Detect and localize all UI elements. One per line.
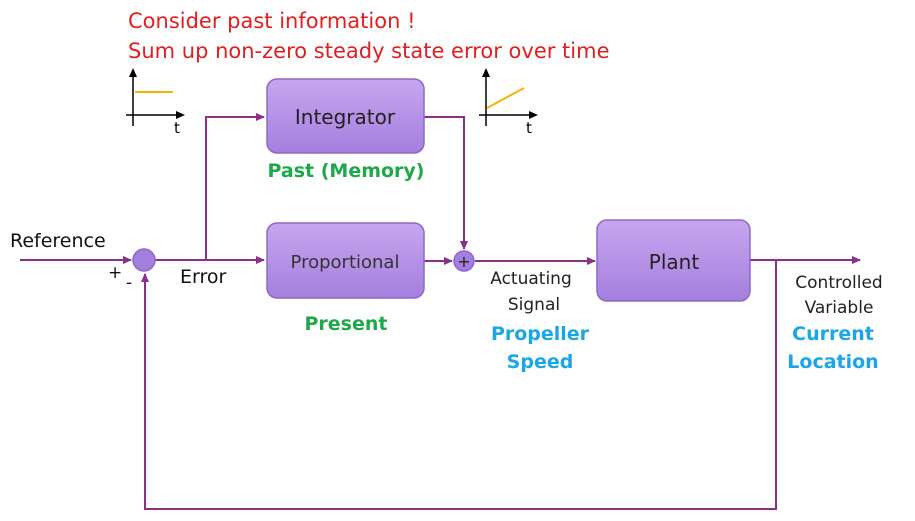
present-label: Present (305, 313, 388, 335)
current-label-line-2: Location (787, 351, 878, 373)
signal-wires (20, 113, 861, 510)
propeller-label-line-2: Speed (507, 351, 574, 373)
past-memory-label: Past (Memory) (267, 160, 424, 182)
error-to-integrator-wire (205, 113, 265, 260)
controller-summing-junction (453, 250, 475, 272)
plant-label: Plant (649, 250, 700, 274)
actuating-label-line-2: Signal (508, 295, 560, 315)
propeller-label-line-1: Propeller (491, 323, 590, 345)
integrator-label: Integrator (295, 105, 396, 129)
ramp-output-graph-icon (479, 68, 538, 126)
error-label: Error (180, 266, 227, 288)
reference-label: Reference (10, 230, 106, 252)
sum-plus-sign: + (457, 252, 470, 271)
controlled-label-line-1: Controlled (795, 273, 882, 293)
minus-sign-label: - (126, 273, 132, 293)
integrator-block (266, 78, 425, 154)
proportional-block (266, 222, 425, 299)
error-summing-junction (132, 248, 156, 272)
t-axis-label-right: t (526, 119, 532, 137)
proportional-label: Proportional (291, 252, 400, 273)
t-axis-label-left: t (174, 119, 180, 137)
step-input-graph-icon (126, 68, 185, 126)
plant-block (596, 219, 751, 302)
plus-sign-label: + (108, 263, 122, 283)
header-line-1: Consider past information ! (128, 9, 416, 33)
controlled-label-line-2: Variable (805, 298, 874, 318)
feedback-wire (141, 260, 777, 510)
actuating-label-line-1: Actuating (490, 269, 572, 289)
integrator-to-sum-wire (424, 116, 468, 250)
current-label-line-1: Current (792, 323, 874, 345)
header-line-2: Sum up non-zero steady state error over … (128, 39, 610, 63)
